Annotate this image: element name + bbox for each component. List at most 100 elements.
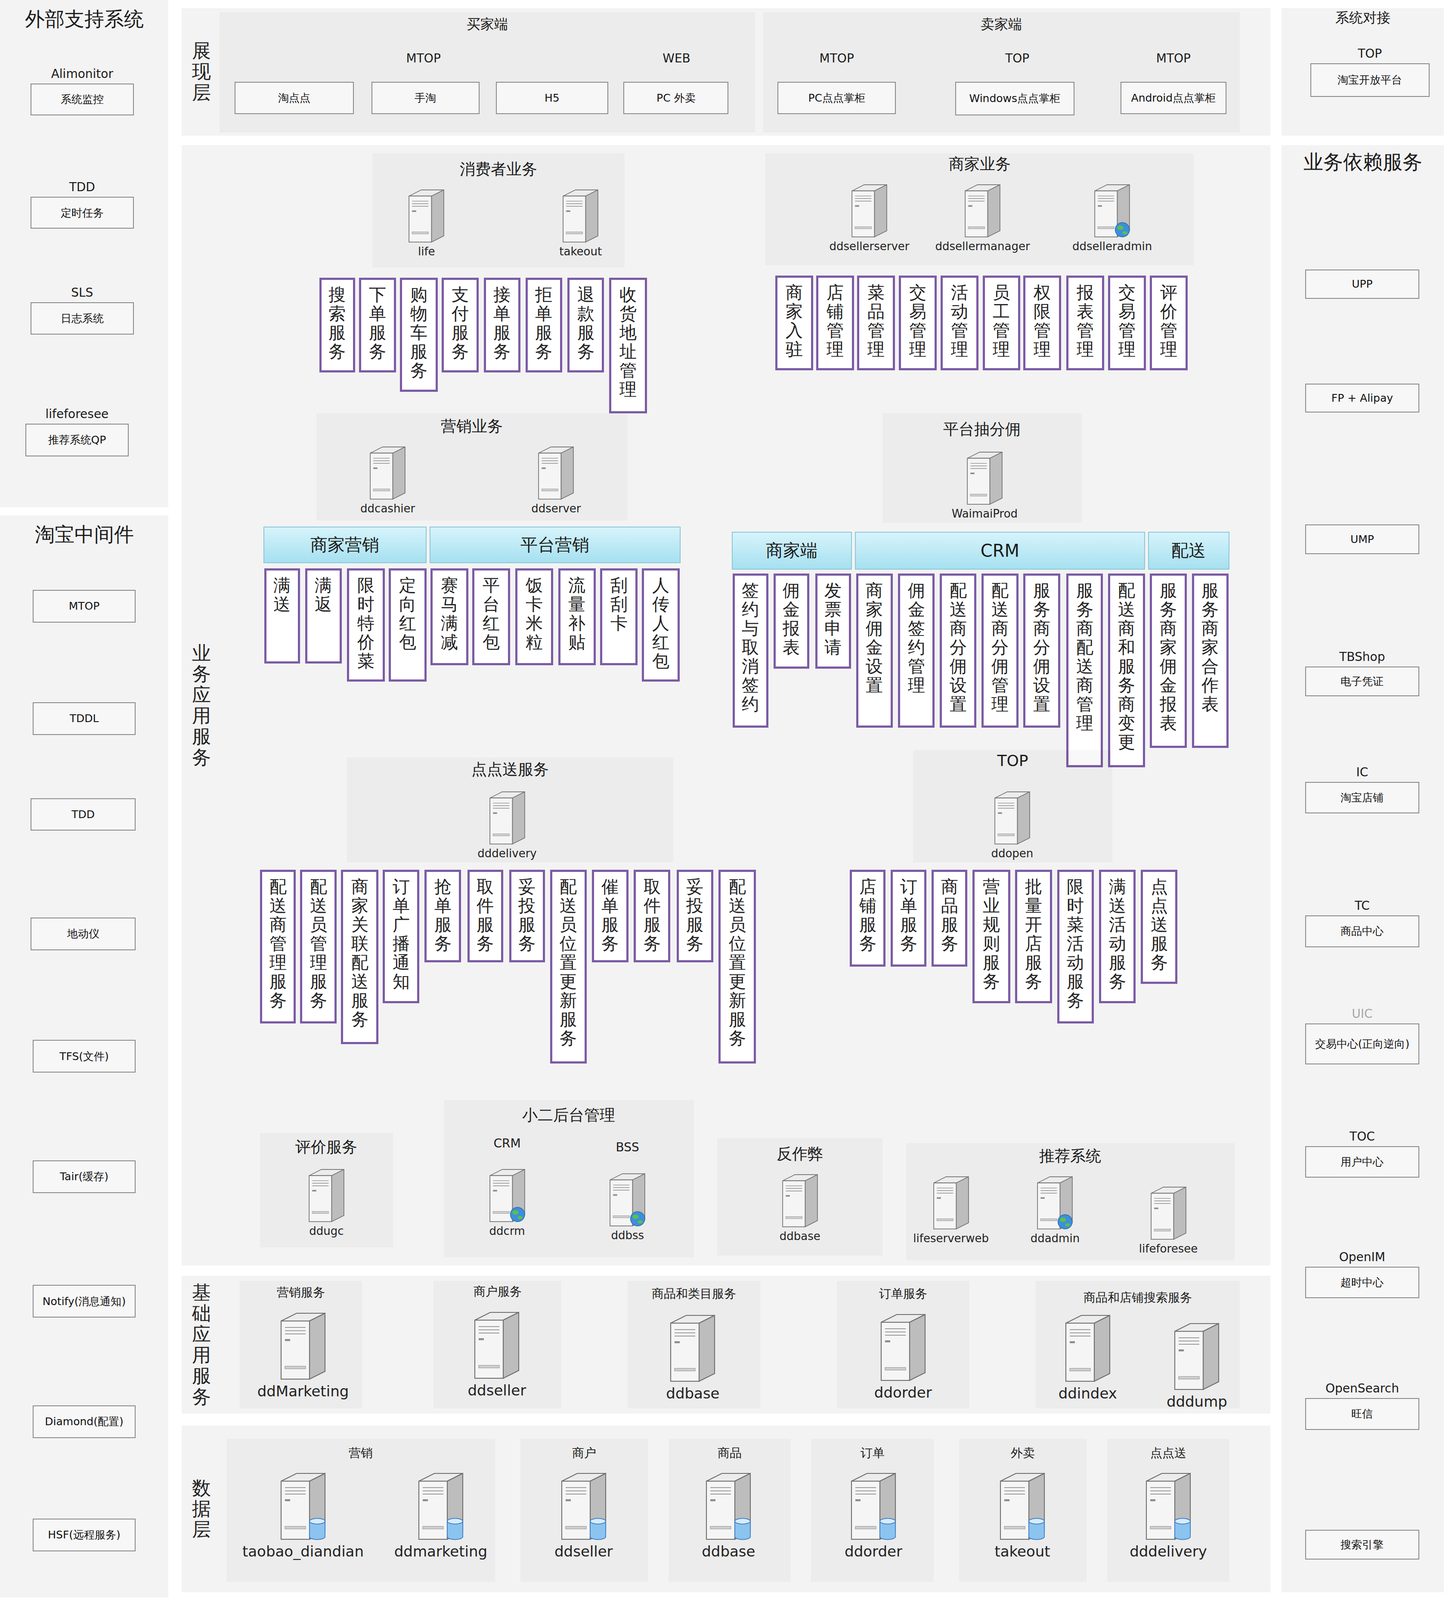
- service-box: 地动仪: [30, 917, 136, 951]
- group-panel: 评价服务ddugc: [260, 1132, 393, 1247]
- server-icon: [557, 1469, 610, 1542]
- box-label: UPP: [1351, 277, 1373, 291]
- box-label: 地动仪: [67, 926, 100, 941]
- annotation-label: BSS: [616, 1139, 640, 1155]
- group-panel: TOPddopen: [913, 749, 1112, 863]
- server-icon: [848, 181, 890, 239]
- box-label: PC 外卖: [656, 91, 696, 105]
- server-icon: [486, 788, 528, 846]
- function-label: 限时菜活动服务: [1066, 876, 1084, 1010]
- function-box: 活动管理: [940, 275, 979, 371]
- group-panel: 卖家端PC点点掌柜Windows点点掌柜Android点点掌柜: [763, 12, 1240, 133]
- function-label: 商家入驻: [785, 282, 803, 359]
- function-label: 商家佣金设置: [865, 580, 883, 695]
- function-label: 定向红包: [399, 575, 417, 652]
- function-label: 平台红包: [482, 575, 500, 652]
- box-heading: IC: [1275, 764, 1449, 780]
- band-title: 展现层: [191, 40, 211, 104]
- function-box: 营业规则服务: [972, 869, 1011, 1004]
- server-node: lifeserverweb: [911, 1173, 991, 1245]
- layer-band: 业务应用服务消费者业务lifetakeout搜索服务下单服务购物车服务支付服务接…: [181, 145, 1271, 1266]
- server-node: takeout: [992, 1469, 1052, 1560]
- function-box: 配送商管理服务: [260, 869, 296, 1024]
- box-heading: TOC: [1275, 1129, 1449, 1144]
- function-box: 满送活动服务: [1099, 869, 1136, 1004]
- function-box: 人传人红包: [641, 568, 680, 682]
- group-panel: 点点送服务dddelivery: [346, 757, 674, 863]
- function-box: 配送员位置更新服务: [718, 869, 757, 1064]
- function-label: 饭卡米粒: [525, 575, 543, 652]
- function-box: 发票申请: [815, 573, 852, 669]
- group-panel: 点点送dddelivery: [1107, 1438, 1230, 1582]
- server-label: ddorder: [842, 1542, 905, 1560]
- function-box: 配送商分佣设置: [939, 573, 977, 728]
- panel-title: 商户: [520, 1444, 648, 1462]
- function-label: 支付服务: [451, 284, 469, 361]
- function-label: 配送员位置更新服务: [559, 876, 577, 1048]
- annotation-label: CRM: [493, 1135, 521, 1150]
- function-label: 商品服务: [941, 876, 959, 953]
- function-box: 订单服务: [890, 869, 927, 967]
- server-icon: [930, 1173, 972, 1231]
- panel-title: 商品: [668, 1444, 791, 1462]
- group-panel: 营销服务ddMarketing: [239, 1280, 363, 1409]
- server-icon: [996, 1469, 1049, 1542]
- service-box: lifeforesee推荐系统QP: [25, 423, 129, 457]
- category-header: 商家营销: [263, 526, 427, 564]
- function-box: 妥投服务: [509, 869, 545, 963]
- group-panel: 营销taobao_diandianddmarketing: [226, 1438, 495, 1582]
- function-box: 退款服务: [567, 277, 604, 373]
- panel-title: 淘宝中间件: [0, 521, 169, 548]
- service-box: Diamond(配置): [32, 1405, 136, 1438]
- server-label: ddMarketing: [255, 1382, 351, 1400]
- box-label: 电子凭证: [1340, 674, 1384, 688]
- server-icon: [962, 181, 1004, 239]
- box-label: 系统监控: [60, 92, 104, 106]
- function-label: 人传人红包: [652, 575, 670, 671]
- function-label: 批量开店服务: [1024, 876, 1043, 991]
- function-box: 刮刮卡: [600, 568, 638, 666]
- category-header: 平台营销: [429, 526, 681, 564]
- function-label: 服务商家佣金报表: [1159, 580, 1177, 733]
- group-panel: 外部支持系统Alimonitor系统监控TDD定时任务SLS日志系统lifefo…: [0, 0, 169, 508]
- function-box: 点点送服务: [1140, 869, 1178, 984]
- group-panel: 商品和店铺搜索服务ddindexdddump: [1035, 1280, 1240, 1409]
- function-label: 购物车服务: [410, 284, 428, 380]
- group-panel: 买家端淘点点手淘H5PC 外卖: [219, 12, 756, 133]
- server-label: ddbase: [699, 1542, 757, 1560]
- function-box: 报表管理: [1066, 275, 1105, 371]
- box-label: TDD: [71, 807, 95, 821]
- box-label: 淘宝开放平台: [1337, 73, 1403, 87]
- panel-title: 订单服务: [836, 1285, 970, 1302]
- group-panel: 消费者业务lifetakeout: [372, 153, 625, 268]
- function-label: 下单服务: [368, 284, 387, 361]
- function-label: 妥投服务: [686, 876, 704, 953]
- function-box: 批量开店服务: [1015, 869, 1052, 1004]
- function-label: 店铺管理: [826, 282, 844, 359]
- band-title: 数据层: [191, 1477, 211, 1540]
- function-label: 报表管理: [1076, 282, 1094, 359]
- service-box: OpenIM超时中心: [1305, 1266, 1420, 1298]
- function-label: 取件服务: [643, 876, 661, 953]
- server-label: dddelivery: [1127, 1542, 1209, 1560]
- service-box: SLS日志系统: [30, 302, 134, 335]
- server-label: ddsellerserver: [827, 239, 912, 253]
- band-title: 业务应用服务: [191, 642, 211, 768]
- server-icon: [666, 1311, 719, 1384]
- annotation-label: MTOP: [819, 51, 855, 66]
- server-icon: [1061, 1311, 1114, 1384]
- function-box: 服务商家合作表: [1191, 573, 1229, 748]
- function-box: 下单服务: [359, 277, 396, 373]
- function-label: 接单服务: [493, 284, 511, 361]
- panel-title: 外卖: [959, 1444, 1087, 1462]
- service-box: PC 外卖: [623, 81, 729, 115]
- service-box: MTOP: [32, 589, 136, 623]
- server-icon: [277, 1309, 329, 1382]
- function-box: 服务商家佣金报表: [1149, 573, 1187, 748]
- panel-title: 推荐系统: [906, 1145, 1235, 1167]
- function-box: 支付服务: [441, 277, 479, 373]
- function-box: 催单服务: [591, 869, 629, 963]
- function-label: 员工管理: [992, 282, 1010, 359]
- function-box: 取件服务: [467, 869, 504, 963]
- server-node: ddselleradmin: [1070, 181, 1154, 253]
